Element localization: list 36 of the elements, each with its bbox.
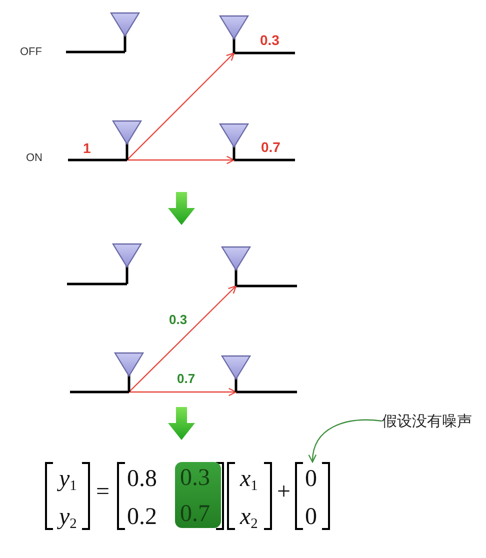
antenna-icon xyxy=(219,123,249,160)
arrow xyxy=(129,388,237,396)
matrix-entry: 0 xyxy=(305,503,317,531)
matrix-entry: y$_{2}$ xyxy=(59,503,77,534)
matrix-entry: y$_{1}$ xyxy=(59,465,77,496)
annotation: 假设没有噪声 xyxy=(382,412,472,430)
vector xyxy=(295,462,330,530)
state-label: ON xyxy=(26,152,42,165)
plus-sign: + xyxy=(277,478,291,506)
antenna-icon xyxy=(112,120,142,160)
matrix-entry: x$_{2}$ xyxy=(240,503,258,534)
matrix-entry: 0.8 xyxy=(127,465,157,493)
matrix-entry: 0.2 xyxy=(127,503,157,531)
highlight-box xyxy=(175,462,221,528)
antenna-icon xyxy=(110,12,140,52)
antenna-icon xyxy=(221,355,251,392)
arrow xyxy=(128,285,237,392)
leader-line xyxy=(308,419,382,463)
matrix-entry: 0.3 xyxy=(180,464,210,492)
value-label: 0.7 xyxy=(261,139,280,155)
arrow xyxy=(126,52,235,160)
matrix xyxy=(117,462,224,530)
matrix-entry: 0 xyxy=(305,465,317,493)
state-label: OFF xyxy=(20,46,42,59)
value-label: 0.3 xyxy=(260,32,280,48)
matrix-entry: x$_{1}$ xyxy=(240,465,258,496)
antenna-icon xyxy=(219,15,249,53)
value-label: 1 xyxy=(83,140,91,156)
antenna-icon xyxy=(112,243,142,284)
antenna-icon xyxy=(221,246,251,286)
equals-sign: = xyxy=(96,478,110,506)
matrix-entry: 0.7 xyxy=(180,500,210,528)
edge-label: 0.3 xyxy=(168,312,188,327)
arrow xyxy=(127,156,235,164)
antenna-icon xyxy=(114,352,144,392)
edge-label: 0.7 xyxy=(176,371,196,386)
